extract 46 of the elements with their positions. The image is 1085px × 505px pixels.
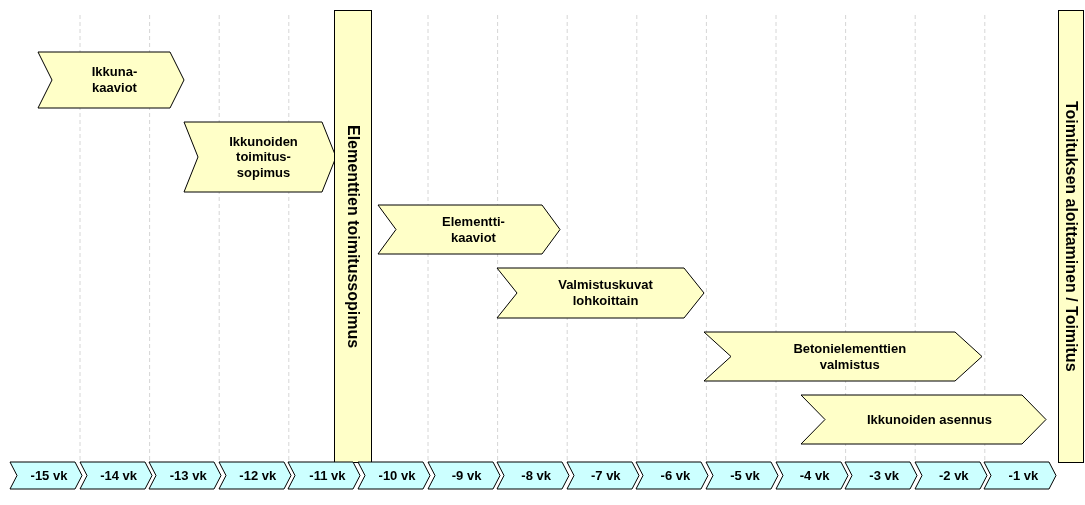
week-label: -14 vk: [100, 467, 138, 484]
week-label: -11 vk: [309, 467, 346, 484]
task-banner: [378, 205, 560, 254]
task-label: Ikkunoiden asennus: [866, 411, 993, 428]
task-banner: [704, 332, 982, 381]
task-banner: [801, 395, 1046, 444]
week-tab: [288, 462, 361, 489]
task-label: Valmistuskuvat lohkoittain: [557, 277, 654, 309]
task-label: Ikkunoiden toimitus- sopimus: [228, 133, 299, 181]
week-tab: [10, 462, 82, 489]
week-label: -8 vk: [521, 467, 551, 484]
week-tab: [845, 462, 918, 489]
week-label: -1 vk: [1008, 467, 1039, 484]
week-tab: [497, 462, 570, 489]
week-label: -3 vk: [869, 467, 899, 484]
task-banner: [184, 122, 336, 192]
week-label: -13 vk: [169, 467, 207, 484]
week-tab: [636, 462, 709, 489]
week-tab: [218, 462, 291, 489]
milestone-bar: [1058, 10, 1084, 463]
week-tab: [914, 462, 987, 489]
milestone-label: Toimituksen aloittaminen / Toimitus: [1061, 101, 1081, 372]
week-tab: [79, 462, 152, 489]
task-label: Betonielementtien valmistus: [792, 340, 908, 373]
week-label: -4 vk: [799, 467, 830, 484]
week-label: -10 vk: [378, 467, 416, 484]
week-label: -15 vk: [30, 467, 68, 484]
week-label: -12 vk: [239, 467, 277, 484]
task-banner: [38, 52, 184, 108]
week-label: -7 vk: [590, 467, 621, 484]
week-tab: [358, 462, 430, 489]
week-label: -5 vk: [730, 467, 760, 484]
week-label: -2 vk: [938, 467, 969, 484]
week-tab: [149, 462, 222, 489]
task-label: Ikkuna- kaaviot: [90, 64, 139, 96]
milestone-label: Elementtien toimitussopimus: [343, 124, 363, 349]
task-banner: [497, 268, 704, 318]
week-tab: [775, 462, 848, 489]
week-label: -6 vk: [660, 467, 691, 484]
week-label: -9 vk: [451, 467, 482, 484]
task-label: Elementti- kaaviot: [441, 213, 506, 246]
week-tab: [706, 462, 778, 489]
milestone-bar: [334, 10, 372, 463]
week-tab: [566, 462, 639, 489]
week-tab: [984, 462, 1057, 489]
week-tab: [427, 462, 500, 489]
